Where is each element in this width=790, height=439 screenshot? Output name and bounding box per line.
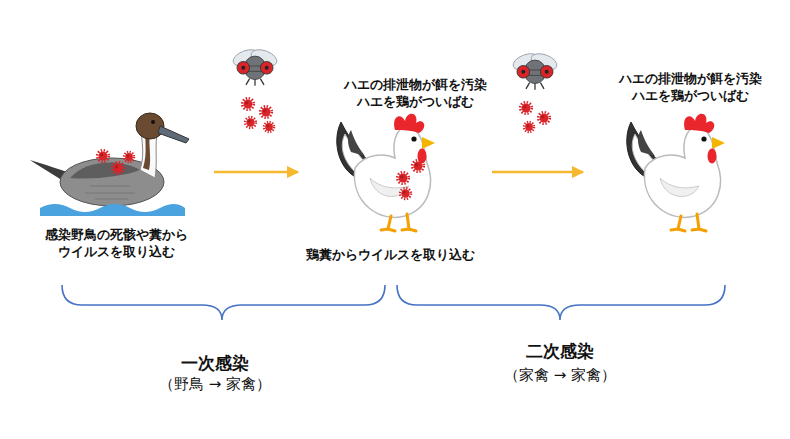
node-caption: ハエの排泄物が餌を汚染 ハエを鶏がついばむ [615,70,765,104]
infected-chicken [337,114,435,231]
node-caption: 感染野鳥の死骸や糞から ウイルスを取り込む [31,226,201,260]
fly-with-virus [511,51,559,133]
wild-duck [30,113,189,216]
brace [62,285,725,320]
transmission-arrow [214,171,298,174]
chicken [627,114,725,231]
fly-with-virus [231,47,279,133]
animal-node: ハエの排泄物が餌を汚染 ハエを鶏がついばむ鶏糞からウイルスを取り込む [300,72,490,268]
node-caption: ハエの排泄物が餌を汚染 ハエを鶏がついばむ [340,76,490,110]
stage-label: （家禽 → 家禽） [504,366,616,385]
animal-node: ハエの排泄物が餌を汚染 ハエを鶏がついばむ [585,66,780,236]
transmission-arrow [492,171,583,174]
stage-label: （野鳥 → 家禽） [159,375,271,394]
stage-label: 一次感染 [181,352,249,375]
stage-label: 二次感染 [526,340,594,363]
animal-node: 感染野鳥の死骸や糞から ウイルスを取り込む [20,110,212,260]
node-caption: 鶏糞からウイルスを取り込む [305,246,475,263]
